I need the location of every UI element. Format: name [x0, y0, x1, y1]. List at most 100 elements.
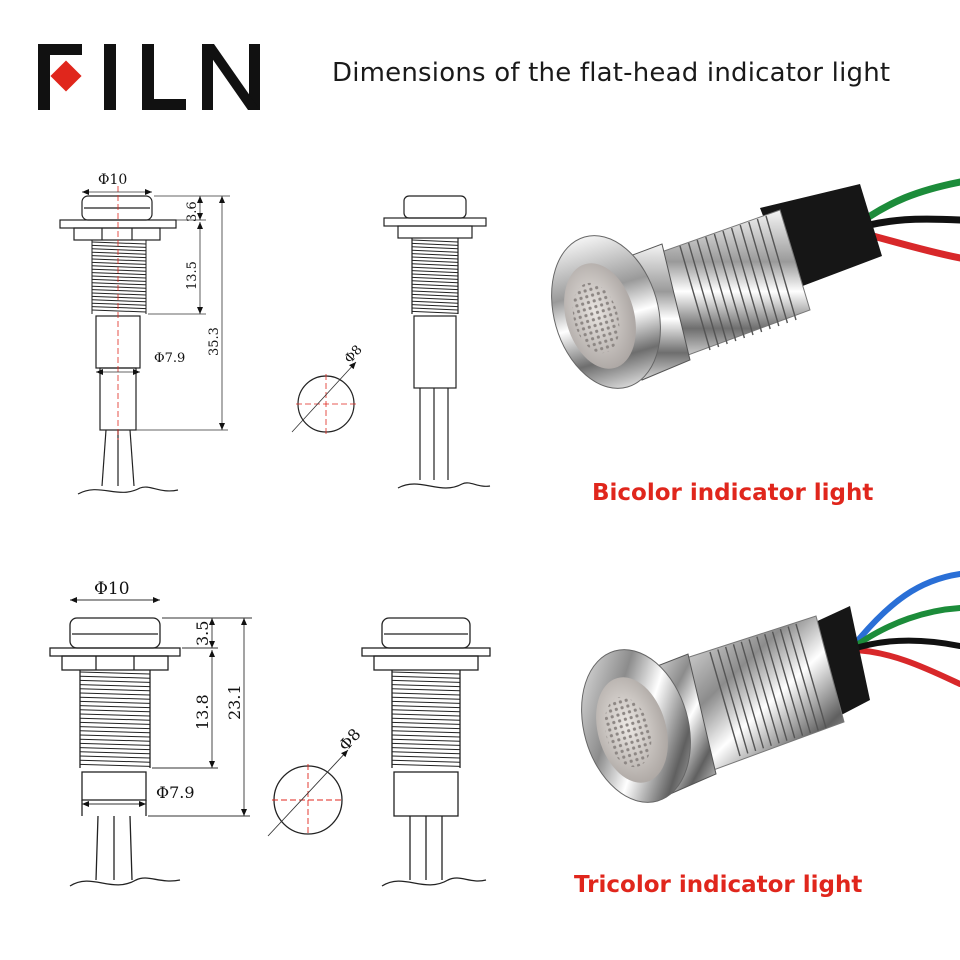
top-side-view — [59, 195, 179, 495]
bottom-dim-head-height: 3.5 — [193, 621, 212, 646]
thread-line — [91, 251, 147, 255]
thread-line — [391, 688, 461, 692]
thread-line — [79, 679, 151, 683]
thread-line — [391, 721, 461, 725]
thread-line — [79, 692, 151, 696]
thread-line — [391, 705, 461, 709]
thread-line — [79, 738, 151, 742]
thread-line — [79, 696, 151, 700]
thread-line — [391, 755, 461, 759]
thread-line — [91, 295, 147, 299]
thread-line — [91, 306, 147, 310]
thread-line — [91, 258, 147, 262]
thread-line — [91, 302, 147, 306]
thread-line — [411, 266, 459, 270]
bottom-thread-lines — [79, 671, 151, 767]
filn-logo — [38, 44, 260, 110]
bottom-dim-total-length: 23.1 — [225, 684, 244, 720]
thread-line — [411, 307, 459, 311]
thread-line — [79, 688, 151, 692]
page-title: Dimensions of the flat-head indicator li… — [332, 58, 891, 88]
top-dim-body-diameter: Φ7.9 — [154, 351, 185, 366]
bottom-dim-head-diameter: Φ10 — [94, 579, 130, 599]
thread-line — [91, 289, 147, 293]
thread-line — [91, 299, 147, 303]
thread-line — [391, 684, 461, 688]
thread-line — [91, 275, 147, 279]
thread-line — [411, 297, 459, 301]
thread-line — [91, 268, 147, 272]
thread-line — [79, 742, 151, 746]
bottom-front-thread-lines — [391, 671, 461, 767]
thread-line — [391, 692, 461, 696]
top-dim-total-length: 35.3 — [207, 327, 222, 356]
thread-ring — [739, 224, 771, 330]
thread-line — [79, 734, 151, 738]
thread-ring — [705, 236, 737, 342]
thread-line — [391, 738, 461, 742]
top-dim-hole-diameter: Φ8 — [342, 343, 366, 367]
thread-ring — [730, 227, 763, 333]
thread-line — [79, 721, 151, 725]
thread-line — [411, 300, 459, 304]
thread-line — [79, 675, 151, 679]
thread-line — [91, 248, 147, 252]
thread-line — [391, 751, 461, 755]
thread-line — [411, 249, 459, 253]
thread-line — [391, 742, 461, 746]
thread-line — [411, 276, 459, 280]
thread-line — [79, 726, 151, 730]
thread-line — [79, 671, 151, 675]
thread-line — [91, 309, 147, 313]
top-dim-head-height: 3.6 — [185, 201, 200, 222]
thread-line — [391, 734, 461, 738]
thread-line — [411, 287, 459, 291]
thread-ring — [679, 245, 711, 351]
thread-ring — [722, 230, 754, 336]
thread-line — [411, 290, 459, 294]
thread-line — [391, 679, 461, 683]
thread-line — [91, 261, 147, 265]
bottom-dim-hole-diameter: Φ8 — [335, 725, 365, 755]
thread-line — [391, 700, 461, 704]
thread-line — [91, 278, 147, 282]
thread-line — [79, 709, 151, 713]
thread-line — [91, 241, 147, 245]
logo-letters — [38, 44, 260, 110]
thread-line — [79, 717, 151, 721]
thread-line — [91, 255, 147, 259]
tricolor-label: Tricolor indicator light — [574, 872, 863, 898]
top-dim-thread-length: 13.5 — [185, 261, 200, 290]
thread-line — [79, 730, 151, 734]
bicolor-lens-pattern — [572, 282, 620, 354]
thread-line — [391, 713, 461, 717]
thread-line — [411, 256, 459, 260]
thread-line — [391, 763, 461, 767]
thread-ring — [696, 239, 728, 345]
tricolor-product-photo — [581, 571, 960, 803]
thread-ring — [713, 233, 746, 339]
thread-ring — [765, 215, 797, 321]
thread-ring — [779, 628, 812, 734]
thread-ring — [748, 221, 780, 327]
thread-line — [79, 684, 151, 688]
bottom-front-view — [361, 617, 491, 887]
thread-line — [411, 253, 459, 257]
thread-line — [79, 755, 151, 759]
thread-ring — [795, 623, 827, 729]
thread-line — [391, 709, 461, 713]
tricolor-wires — [847, 571, 960, 687]
thread-line — [391, 696, 461, 700]
thread-line — [91, 285, 147, 289]
thread-ring — [771, 631, 804, 736]
thread-line — [411, 293, 459, 297]
thread-line — [91, 265, 147, 269]
top-front-thread-lines — [411, 239, 459, 314]
tricolor-thread-rings — [709, 623, 827, 757]
thread-line — [79, 700, 151, 704]
thread-line — [91, 282, 147, 286]
thread-ring — [717, 649, 749, 754]
thread-line — [391, 671, 461, 675]
bottom-dim-thread-length: 13.8 — [193, 694, 212, 730]
thread-ring — [724, 646, 757, 752]
